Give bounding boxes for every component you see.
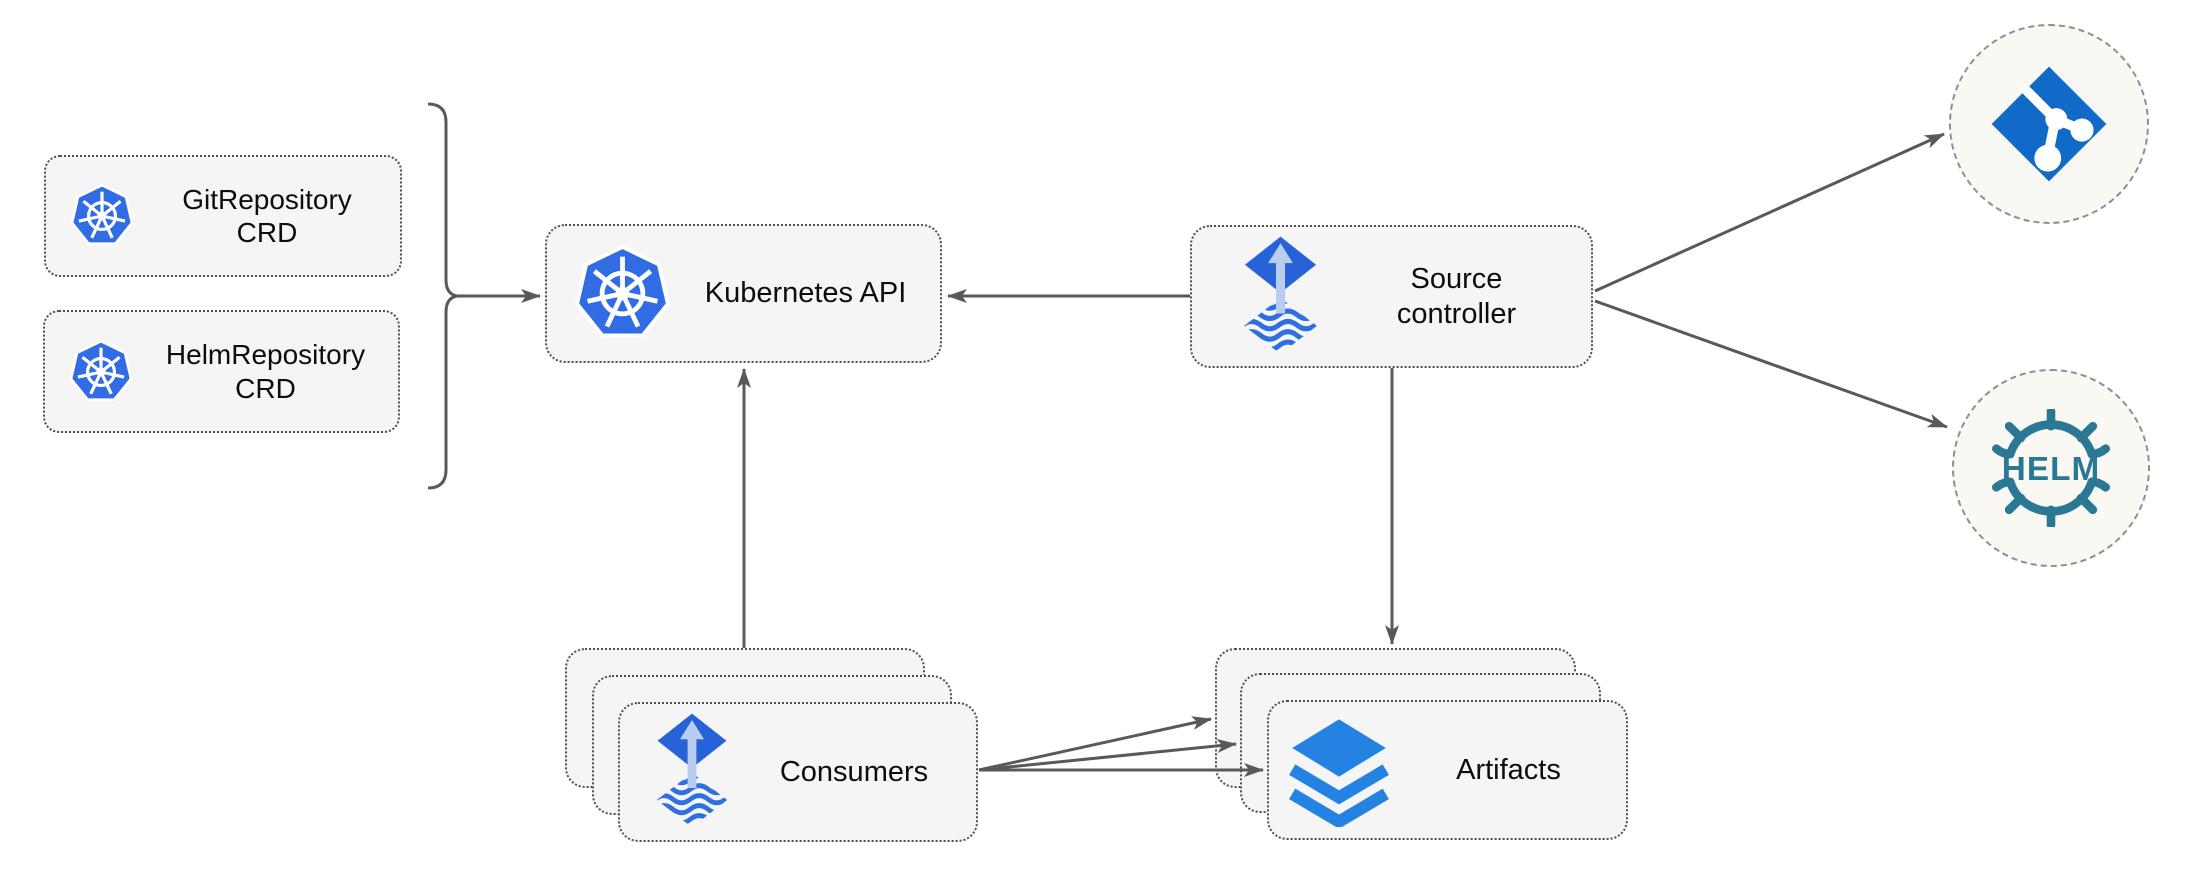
- kubernetes-icon: [70, 184, 134, 248]
- flux-icon: [652, 712, 732, 832]
- helm-logo-text: HELM: [2002, 451, 2101, 488]
- node-kubernetes-api: Kubernetes API: [545, 224, 942, 363]
- edge-consumers-to-artifacts-middle: [978, 738, 1237, 772]
- node-artifacts: Artifacts: [1267, 700, 1628, 840]
- node-consumers: Consumers: [618, 702, 978, 842]
- kubernetes-icon: [574, 245, 671, 342]
- node-source-controller: Source controller: [1190, 225, 1593, 368]
- layers-icon: [1287, 714, 1391, 827]
- flux-icon: [1239, 235, 1322, 359]
- edge-source-controller-to-git: [1594, 132, 1945, 293]
- node-label: Consumers: [779, 755, 929, 788]
- crd-group-bracket: [427, 102, 458, 490]
- edge-consumers-to-artifacts-back: [978, 716, 1212, 772]
- node-label: Source controller: [1396, 263, 1517, 330]
- node-git-repository: [1949, 24, 2149, 224]
- node-label: Artifacts: [1456, 753, 1561, 786]
- kubernetes-icon: [69, 340, 133, 404]
- node-helm-repository: HELM: [1952, 369, 2150, 567]
- node-label: Kubernetes API: [704, 277, 907, 310]
- helm-icon: HELM: [1992, 409, 2110, 527]
- node-label: HelmRepository CRD: [165, 339, 366, 404]
- node-helmrepository-crd: HelmRepository CRD: [43, 310, 400, 433]
- node-gitrepository-crd: GitRepository CRD: [44, 155, 402, 277]
- edge-source-controller-to-helm: [1594, 299, 1948, 429]
- node-label: GitRepository CRD: [182, 183, 352, 248]
- git-icon: [1991, 66, 2107, 182]
